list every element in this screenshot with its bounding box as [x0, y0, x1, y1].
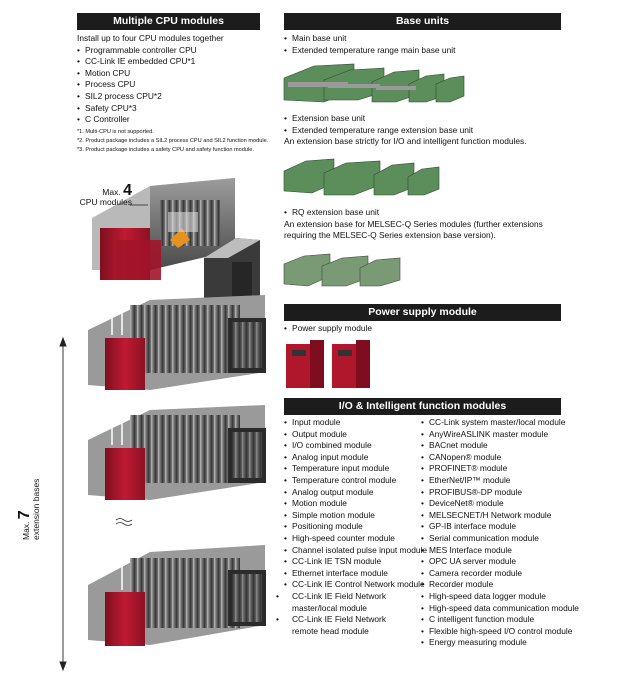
base-group2: Extension base unit Extended temperature… — [284, 113, 527, 148]
io-item: BACnet module — [421, 440, 581, 452]
cpu-header: Multiple CPU modules — [77, 13, 260, 30]
io-item: Output module — [284, 429, 424, 441]
io-item: High-speed counter module — [284, 533, 424, 545]
power-supply-image — [286, 340, 370, 388]
io-item: Analog output module — [284, 487, 424, 499]
io-item: Flexible high-speed I/O control module — [421, 626, 581, 638]
io-item: MELSECNET/H Network module — [421, 510, 581, 522]
rack-extension-1 — [88, 295, 266, 390]
io-item: C intelligent function module — [421, 614, 581, 626]
io-header: I/O & Intelligent function modules — [284, 398, 561, 415]
cpu-item: SIL2 process CPU*2 — [77, 91, 277, 103]
rack-extension-7 — [88, 545, 266, 646]
io-list-left: Input module Output module I/O combined … — [284, 417, 427, 637]
base-item: Extended temperature range main base uni… — [284, 45, 455, 57]
base-item: Extension base unit — [284, 113, 527, 125]
io-item: Energy measuring module — [421, 637, 581, 649]
io-item: Serial communication module — [421, 533, 581, 545]
io-item: PROFINET® module — [421, 463, 581, 475]
io-item: MES Interface module — [421, 545, 581, 557]
power-item: Power supply module — [284, 323, 372, 335]
main-base-units-image — [283, 63, 465, 103]
io-item: OPC UA server module — [421, 556, 581, 568]
io-item: GP-IB interface module — [421, 521, 581, 533]
io-item: EtherNet/IP™ module — [421, 475, 581, 487]
max-ext-label: Max. 7 extension bases — [16, 430, 41, 540]
base-item: RQ extension base unit — [284, 207, 574, 219]
io-item: High-speed data communication module — [421, 603, 581, 615]
cpu-item: Motion CPU — [77, 68, 277, 80]
base-item: Main base unit — [284, 33, 455, 45]
max-cpu-prefix: Max. — [102, 187, 121, 197]
io-item: DeviceNet® module — [421, 498, 581, 510]
io-item: Analog input module — [284, 452, 424, 464]
io-item: CANopen® module — [421, 452, 581, 464]
cpu-item: C Controller — [77, 114, 277, 126]
max-ext-prefix: Max. — [21, 521, 31, 540]
io-item: CC-Link IE Control Network module — [284, 579, 425, 591]
cpu-note: *1. Multi-CPU is not supported. — [77, 128, 154, 135]
cpu-item: CC-Link IE embedded CPU*1 — [77, 56, 277, 68]
io-item: I/O combined module — [284, 440, 424, 452]
io-item: Camera recorder module — [421, 568, 581, 580]
power-list: Power supply module — [284, 323, 372, 335]
max-cpu-suffix: CPU modules — [79, 197, 132, 207]
base-header: Base units — [284, 13, 561, 30]
power-header: Power supply module — [284, 304, 561, 321]
max-cpu-label: Max. 4 CPU modules — [72, 183, 132, 208]
io-item: Positioning module — [284, 521, 424, 533]
rack-extension-2 — [88, 405, 266, 500]
extension-cables — [111, 285, 123, 590]
base-group2-desc: An extension base strictly for I/O and i… — [284, 136, 527, 147]
io-item: Motion module — [284, 498, 424, 510]
base-group3: RQ extension base unit An extension base… — [284, 207, 574, 242]
max-ext-suffix: extension bases — [31, 478, 41, 540]
rack-main-cpu — [92, 178, 235, 280]
io-item: Simple motion module — [284, 510, 424, 522]
extension-arrow — [59, 336, 67, 672]
cpu-item: Safety CPU*3 — [77, 103, 277, 115]
extension-base-units-image — [283, 158, 440, 196]
io-item: AnyWireASLINK master module — [421, 429, 581, 441]
io-item: Channel isolated pulse input module — [284, 545, 427, 557]
io-item: Temperature control module — [284, 475, 424, 487]
max-cpu-number: 4 — [123, 182, 132, 199]
cpu-note: *2. Product package includes a SIL2 proc… — [77, 137, 269, 144]
base-group1: Main base unit Extended temperature rang… — [284, 33, 455, 56]
io-item: High-speed data logger module — [421, 591, 581, 603]
io-item: Recorder module — [421, 579, 581, 591]
io-item: CC-Link IE Field Network master/local mo… — [284, 591, 402, 614]
base-item: Extended temperature range extension bas… — [284, 125, 527, 137]
io-item: CC-Link IE Field Network remote head mod… — [284, 614, 402, 637]
io-list-right: CC-Link system master/local module AnyWi… — [421, 417, 581, 649]
cpu-text: Install up to four CPU modules together … — [77, 33, 277, 155]
cable-break-mark — [115, 518, 133, 526]
io-item: Temperature input module — [284, 463, 424, 475]
cpu-intro: Install up to four CPU modules together — [77, 33, 224, 43]
cpu-item: Process CPU — [77, 79, 277, 91]
io-item: PROFIBUS®-DP module — [421, 487, 581, 499]
cpu-note: *3. Product package includes a safety CP… — [77, 146, 254, 153]
rq-extension-base-image — [283, 253, 401, 287]
cpu-item: Programmable controller CPU — [77, 45, 277, 57]
io-item: Input module — [284, 417, 424, 429]
io-item: CC-Link IE TSN module — [284, 556, 424, 568]
base-group3-desc: An extension base for MELSEC-Q Series mo… — [284, 218, 543, 241]
io-item: Ethernet interface module — [284, 568, 424, 580]
io-item: CC-Link system master/local module — [421, 417, 581, 429]
